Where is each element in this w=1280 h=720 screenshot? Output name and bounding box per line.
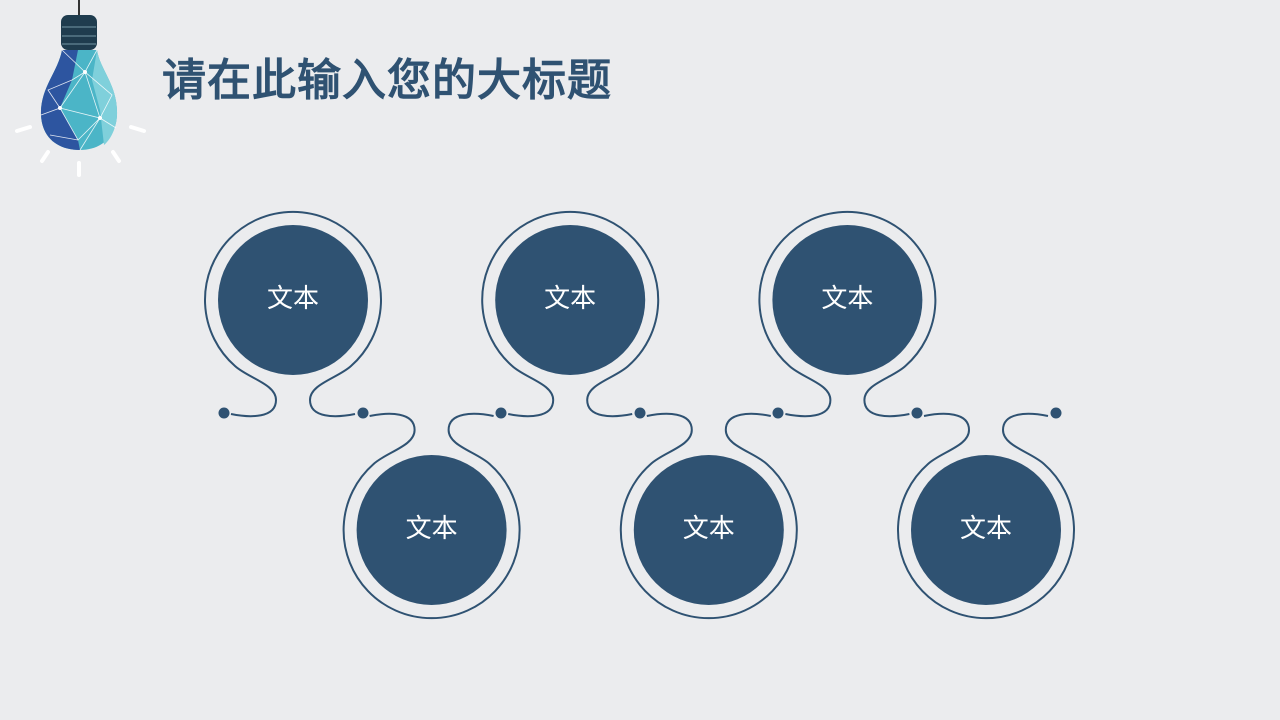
node-label: 文本 xyxy=(405,514,458,544)
connector-curve xyxy=(758,210,937,418)
node-circle xyxy=(218,225,368,375)
node-circle xyxy=(772,225,923,375)
connector-dot xyxy=(495,407,507,419)
lightbulb-icon xyxy=(15,0,146,177)
connector-dot xyxy=(357,407,369,419)
connector-dot xyxy=(911,407,923,419)
node-circle xyxy=(356,455,507,605)
connector-curve xyxy=(481,210,660,418)
connector-dot xyxy=(1050,407,1062,419)
connector-dot xyxy=(772,407,784,419)
node-label: 文本 xyxy=(821,284,874,314)
connector-curve xyxy=(342,412,521,620)
page-title: 请在此输入您的大标题 xyxy=(162,55,612,106)
node-circle xyxy=(633,455,784,605)
node-label: 文本 xyxy=(682,514,735,544)
connector-curve xyxy=(897,412,1075,620)
connector-dot xyxy=(218,407,230,419)
connector-curve xyxy=(619,412,798,620)
node-label: 文本 xyxy=(544,284,597,314)
node-circle xyxy=(911,455,1061,605)
node-label: 文本 xyxy=(266,284,319,314)
node-circle xyxy=(495,225,646,375)
node-label: 文本 xyxy=(959,514,1012,544)
connector-dot xyxy=(634,407,646,419)
connector-curve xyxy=(204,210,382,418)
